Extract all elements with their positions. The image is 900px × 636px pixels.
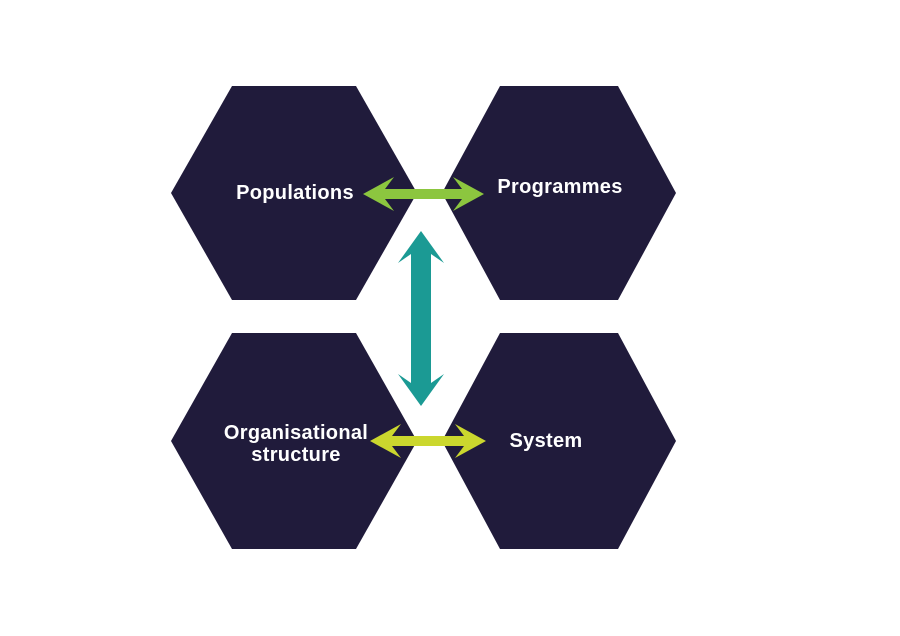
hexagon-programmes: [442, 86, 676, 300]
label-organisational-structure-line1: Organisational: [223, 422, 369, 444]
arrow-organisational-structure-system: [370, 424, 486, 458]
arrow-populations-programmes: [363, 177, 484, 211]
hexagon-system: [442, 333, 676, 549]
hexagon-populations: [171, 86, 417, 300]
label-programmes: Programmes: [497, 176, 623, 198]
label-organisational-structure-line2: structure: [251, 444, 341, 466]
label-system: System: [509, 430, 583, 452]
hexagon-organisational-structure: [171, 333, 417, 549]
label-populations: Populations: [236, 182, 354, 204]
label-organisational-structure: Organisational structure: [224, 422, 368, 466]
arrow-vertical-top-bottom: [398, 231, 444, 406]
